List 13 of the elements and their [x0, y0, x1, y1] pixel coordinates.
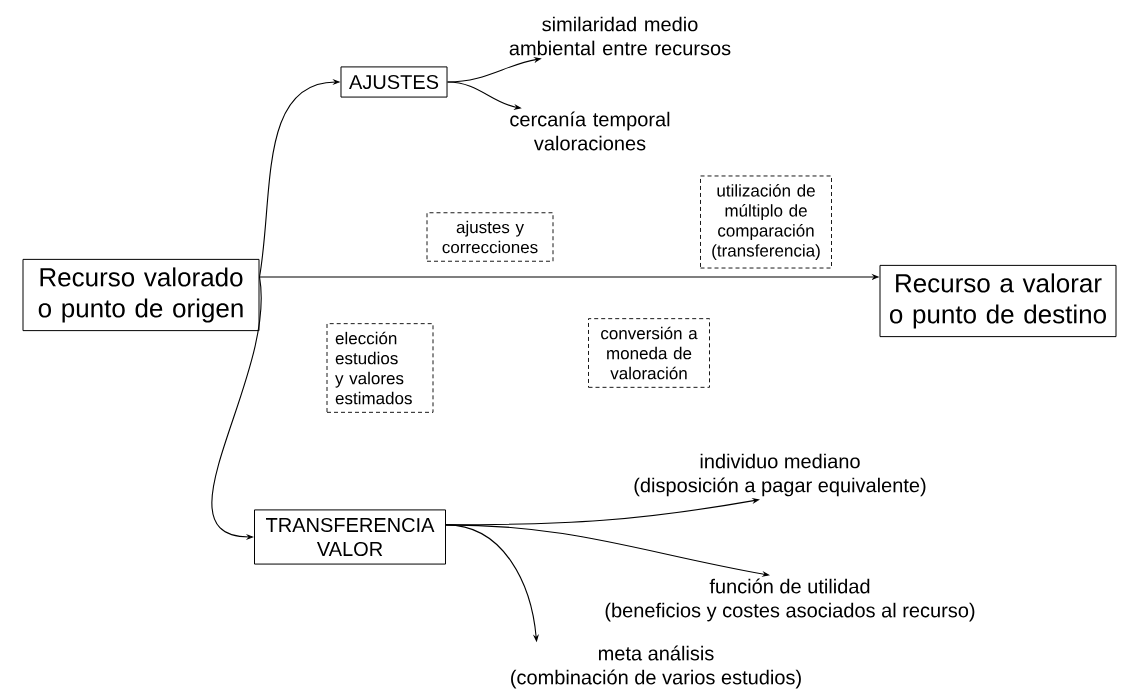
process-box: AJUSTES — [340, 66, 448, 98]
dashed-note-box: ajustes y correcciones — [426, 212, 554, 262]
branch-text: cercanía temporal valoraciones — [510, 111, 670, 151]
branch-text: función de utilidad (beneficios y costes asociados al recurso) — [605, 578, 975, 622]
process-box: Recurso valorado o punto de origen — [22, 258, 260, 332]
dashed-note-box: utilización de múltiplo de comparación (transferencia) — [700, 175, 832, 269]
process-box: Recurso a valorar o punto de destino — [879, 264, 1117, 338]
dashed-note-box: elección estudios y valores estimados — [326, 323, 434, 413]
dashed-note-box: conversión a moneda de valoración — [588, 318, 710, 388]
process-box: TRANSFERENCIA VALOR — [254, 509, 446, 565]
branch-text: similaridad medio ambiental entre recursos — [509, 16, 731, 56]
branch-text: meta análisis (combinación de varios estudios) — [511, 645, 801, 689]
branch-text: individuo mediano (disposición a pagar equivalente) — [634, 453, 926, 497]
